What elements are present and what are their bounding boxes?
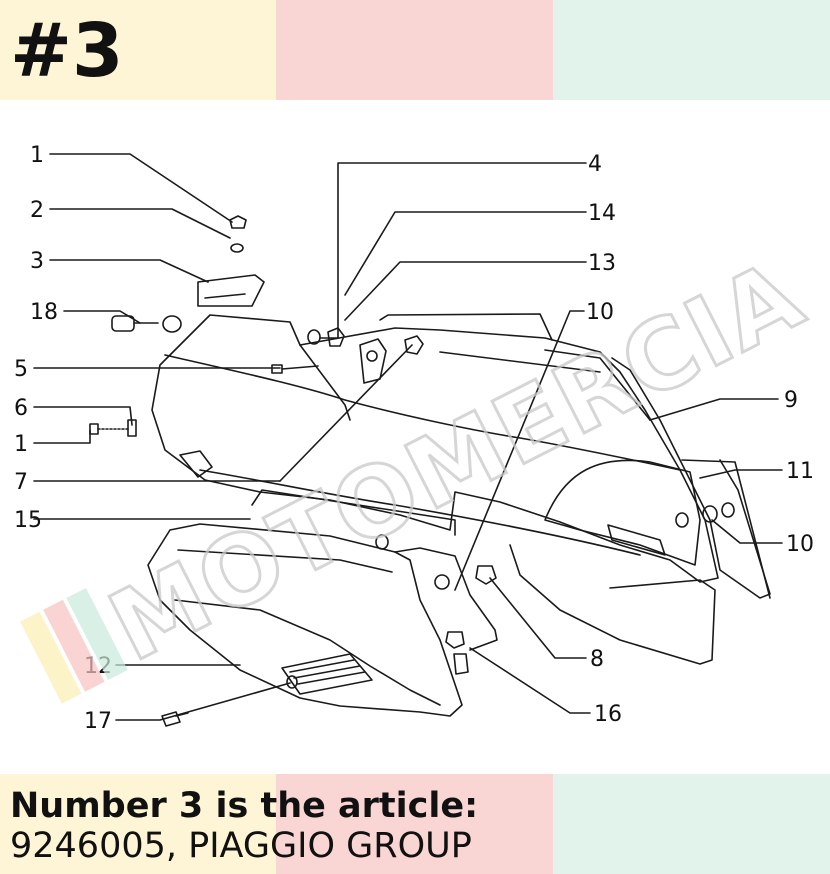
callout-9: 9 [784,388,798,413]
callout-5: 5 [14,357,28,382]
lower-front-cover [147,523,498,717]
callout-2: 2 [30,198,44,223]
callout-3: 3 [30,249,44,274]
leader-lines [33,153,783,721]
part-number-heading: #3 [10,8,124,94]
top-band-pink [276,0,553,100]
callout-7: 7 [14,470,28,495]
callout-10b: 10 [786,532,814,557]
callout-1b: 1 [14,432,28,457]
bottom-color-band [0,774,830,874]
caption-article: 9246005, PIAGGIO GROUP [10,826,472,866]
top-band-mint [553,0,830,100]
rear-body-panel [151,313,719,583]
callout-18: 18 [30,300,58,325]
callout-1a: 1 [30,143,44,168]
callout-11: 11 [786,459,814,484]
callout-4: 4 [588,152,602,177]
right-side-cover [509,349,771,665]
callout-10a: 10 [586,300,614,325]
bottom-band-pink [276,774,553,874]
top-band-cream [0,0,276,100]
caption-title: Number 3 is the article: [10,786,479,826]
callout-12: 12 [84,654,112,679]
exploded-parts-diagram: 1 2 3 18 5 6 1 7 15 12 17 4 14 13 10 9 1… [14,143,814,734]
top-color-band [0,0,830,100]
callout-14: 14 [588,201,616,226]
callout-15: 15 [14,508,42,533]
small-hardware [89,215,735,727]
bottom-band-mint [553,774,830,874]
callout-17: 17 [84,709,112,734]
callout-labels: 1 2 3 18 5 6 1 7 15 12 17 4 14 13 10 9 1… [14,143,814,734]
callout-16: 16 [594,702,622,727]
callout-6: 6 [14,396,28,421]
callout-13: 13 [588,251,616,276]
callout-8: 8 [590,647,604,672]
bottom-band-cream [0,774,276,874]
